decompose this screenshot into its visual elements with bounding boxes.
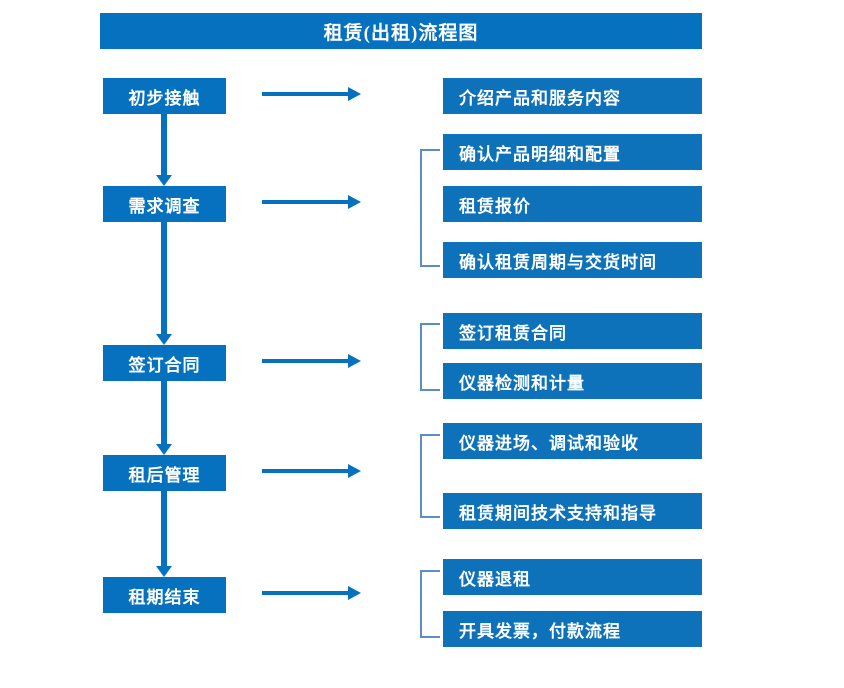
arrow-qiandinghetong-to-zuhouguanli: [156, 381, 172, 455]
arrow-shaft: [262, 200, 350, 204]
stage-box[interactable]: 签订合同: [103, 345, 226, 381]
bracket-group-zuhouguanli: [420, 434, 440, 518]
stage-box[interactable]: 初步接触: [103, 78, 226, 114]
detail-box[interactable]: 仪器进场、调试和验收: [443, 423, 702, 459]
arrow-shaft: [161, 222, 167, 335]
arrow-chuburjiechu-to-details: [262, 87, 361, 101]
arrow-zuqijieshu-to-details: [262, 586, 361, 600]
arrow-zuhouguanli-to-zuqijieshu: [156, 491, 172, 577]
arrow-shaft: [161, 381, 167, 445]
arrow-xuqiudiaocha-to-details: [262, 195, 361, 209]
bracket-group-zuqijieshu: [420, 570, 440, 638]
arrow-shaft: [161, 114, 167, 176]
arrow-shaft: [161, 491, 167, 567]
arrow-shaft: [262, 591, 350, 595]
bracket-group-xuqiudiaocha: [420, 149, 440, 267]
diagram-title: 租赁(出租)流程图: [100, 13, 702, 49]
detail-box[interactable]: 仪器退租: [443, 559, 702, 595]
bracket-group-qiandinghetong: [420, 323, 440, 391]
arrow-head-icon: [348, 464, 361, 478]
arrow-head-icon: [156, 444, 172, 455]
arrow-head-icon: [156, 566, 172, 577]
arrow-shaft: [262, 92, 350, 96]
detail-box[interactable]: 确认产品明细和配置: [443, 134, 702, 170]
arrow-head-icon: [156, 334, 172, 345]
arrow-head-icon: [348, 586, 361, 600]
detail-box[interactable]: 签订租赁合同: [443, 313, 702, 349]
detail-box[interactable]: 介绍产品和服务内容: [443, 78, 702, 114]
detail-box[interactable]: 开具发票，付款流程: [443, 611, 702, 647]
stage-box[interactable]: 租期结束: [103, 577, 226, 613]
arrow-head-icon: [348, 87, 361, 101]
arrow-shaft: [262, 359, 350, 363]
arrow-chuburjiechu-to-xuqiudiaocha: [156, 114, 172, 186]
detail-box[interactable]: 仪器检测和计量: [443, 363, 702, 399]
detail-box[interactable]: 租赁报价: [443, 186, 702, 222]
arrow-xuqiudiaocha-to-qiandinghetong: [156, 222, 172, 345]
stage-box[interactable]: 需求调查: [103, 186, 226, 222]
arrow-zuhouguanli-to-details: [262, 464, 361, 478]
arrow-head-icon: [156, 175, 172, 186]
detail-box[interactable]: 确认租赁周期与交货时间: [443, 242, 702, 278]
arrow-head-icon: [348, 354, 361, 368]
stage-box[interactable]: 租后管理: [103, 455, 226, 491]
arrow-qiandinghetong-to-details: [262, 354, 361, 368]
arrow-shaft: [262, 469, 350, 473]
detail-box[interactable]: 租赁期间技术支持和指导: [443, 493, 702, 529]
arrow-head-icon: [348, 195, 361, 209]
